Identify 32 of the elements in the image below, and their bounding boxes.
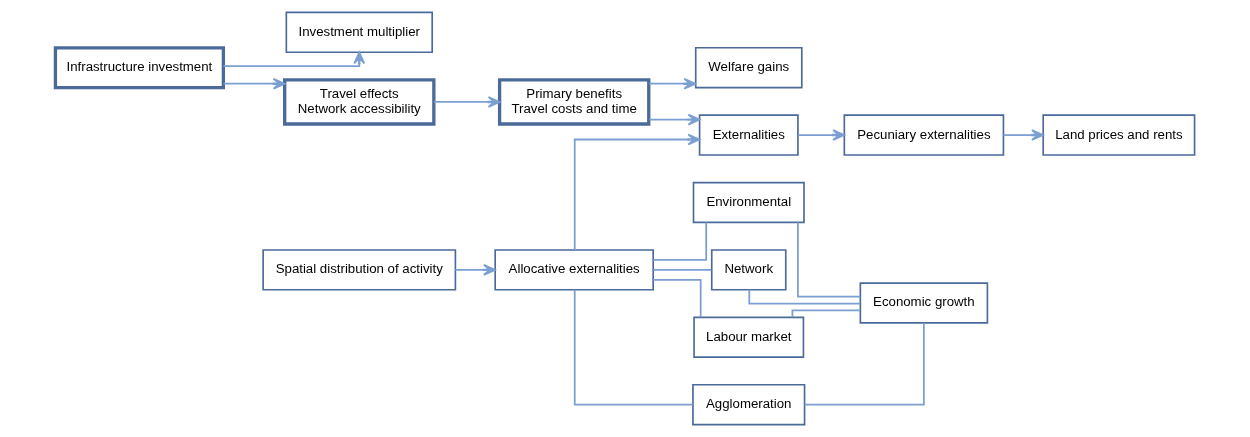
- arrow: [573, 133, 701, 251]
- arrow: [797, 129, 846, 141]
- node-box: Network: [710, 249, 787, 291]
- node-box: Land prices and rents: [1042, 114, 1196, 156]
- arrow: [1002, 129, 1044, 141]
- arrow: [222, 51, 366, 67]
- connector: [803, 322, 925, 406]
- node-box: Labour market: [693, 316, 805, 358]
- node-box: Spatial distribution of activity: [262, 249, 457, 291]
- connector: [791, 309, 861, 319]
- node-box: Externalities: [698, 114, 799, 156]
- node-box: Investment multiplier: [285, 11, 433, 54]
- node-box: Agglomeration: [692, 383, 806, 426]
- node-box: Infrastructure investment: [53, 46, 226, 90]
- connector: [652, 278, 702, 319]
- connector: [797, 221, 862, 298]
- connector: [652, 269, 713, 271]
- node-box: Primary benefits Travel costs and time: [497, 78, 651, 126]
- node-box: Pecuniary externalities: [843, 114, 1005, 156]
- node-box: Economic growth: [859, 282, 989, 324]
- connector: [652, 221, 708, 261]
- connector: [748, 289, 861, 305]
- arrow: [648, 113, 701, 126]
- node-box: Travel effects Network accessibility: [283, 78, 436, 126]
- arrow: [222, 77, 286, 90]
- node-box: Environmental: [692, 181, 805, 224]
- arrow: [648, 77, 697, 90]
- connector: [573, 288, 694, 406]
- arrow: [454, 264, 496, 276]
- node-box: Allocative externalities: [494, 249, 654, 291]
- arrow: [433, 96, 501, 108]
- node-box: Welfare gains: [694, 46, 803, 89]
